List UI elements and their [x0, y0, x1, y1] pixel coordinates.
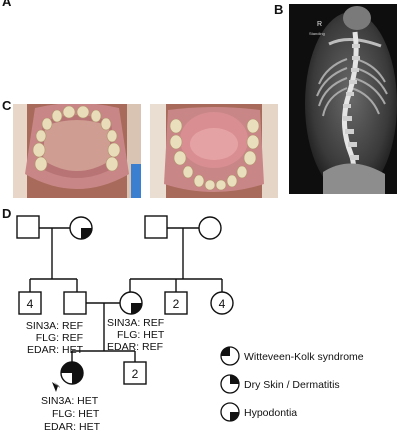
- father-genotype-sin3a: SIN3A: REF: [26, 320, 83, 332]
- gen1-grandfather-paternal: [16, 215, 40, 239]
- gen2-maternal-siblings-female-count: 4: [219, 297, 226, 311]
- proband-arrow-icon: [52, 382, 58, 392]
- proband-genotype-sin3a: SIN3A: HET: [41, 395, 99, 407]
- gen2-paternal-siblings-count: 4: [27, 297, 34, 311]
- gen2-maternal-siblings-female: 4: [210, 291, 234, 315]
- gen1-grandmother-paternal: [69, 216, 93, 240]
- legend-witteveen-kolk: Witteveen-Kolk syndrome: [220, 346, 364, 366]
- legend-hypodontia: Hypodontia: [220, 402, 297, 422]
- gen1-grandmother-maternal: [198, 216, 222, 240]
- proband-genotype-edar: EDAR: HET: [44, 421, 101, 433]
- gen2-father: [63, 291, 87, 315]
- father-genotype-flg: FLG: REF: [36, 332, 83, 344]
- gen3-sibling: 2: [123, 361, 147, 385]
- gen2-paternal-siblings: 4: [18, 291, 42, 315]
- panel-c-label: C: [2, 98, 12, 113]
- proband-genotype-flg: FLG: HET: [52, 408, 100, 420]
- panel-a-label: A: [2, 0, 12, 9]
- panel-b-label: B: [274, 2, 284, 17]
- mother-genotype-sin3a: SIN3A: REF: [107, 317, 164, 329]
- gen2-maternal-siblings-male-count: 2: [173, 297, 180, 311]
- lower-dentition-photo: [150, 104, 278, 198]
- mother-genotype-flg: FLG: HET: [117, 329, 165, 341]
- gen2-mother: [119, 291, 143, 315]
- gen2-maternal-siblings-male: 2: [164, 291, 188, 315]
- pedigree-chart: 4 2 4 SIN3A: REF FLG: REF EDAR: HET SIN3…: [16, 215, 364, 433]
- mother-genotype-edar: EDAR: REF: [107, 341, 163, 353]
- panel-d-label: D: [2, 206, 12, 221]
- xray-marker-r: R: [317, 21, 322, 28]
- xray-marker-sub: Standing: [309, 31, 325, 36]
- legend-hypodontia-label: Hypodontia: [244, 407, 297, 419]
- gen3-proband: [52, 361, 84, 392]
- upper-dentition-photo: [13, 104, 141, 198]
- legend-witteveen-kolk-label: Witteveen-Kolk syndrome: [244, 351, 364, 363]
- spine-xray-image: R Standing: [289, 4, 397, 194]
- father-genotype-edar: EDAR: HET: [27, 344, 84, 356]
- legend-dry-skin: Dry Skin / Dermatitis: [220, 374, 340, 394]
- gen1-grandfather-maternal: [144, 215, 168, 239]
- legend-dry-skin-label: Dry Skin / Dermatitis: [244, 379, 340, 391]
- gen3-sibling-count: 2: [132, 367, 139, 381]
